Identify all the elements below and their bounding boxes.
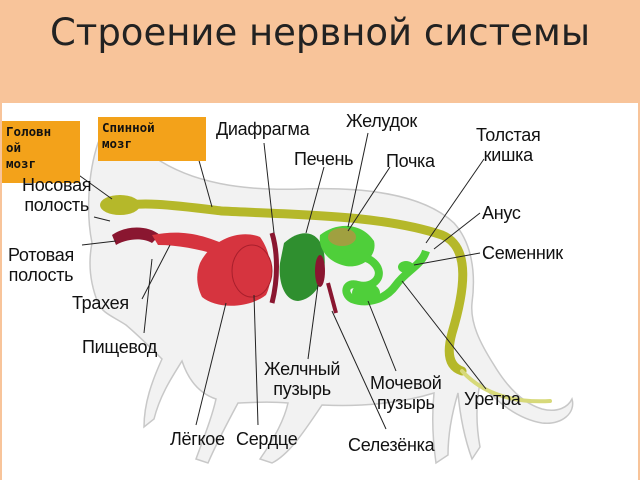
label-urethra: Уретра bbox=[464, 389, 521, 409]
leader-urethra bbox=[401, 280, 487, 390]
gallbladder bbox=[315, 255, 325, 287]
label-gallbladder: Желчный пузырь bbox=[264, 359, 341, 399]
leader-gallbladder bbox=[307, 284, 319, 360]
heart bbox=[231, 244, 273, 298]
leader-oral bbox=[81, 240, 117, 246]
bladder bbox=[352, 283, 380, 303]
oral-cavity bbox=[112, 227, 160, 245]
label-diaphragm: Диафрагма bbox=[216, 119, 310, 139]
leader-diaphragm bbox=[263, 142, 275, 234]
label-liver: Печень bbox=[294, 149, 354, 169]
leader-spinal bbox=[197, 156, 213, 208]
label-stomach: Желудок bbox=[346, 111, 418, 131]
page-title-text: Строение нервной системы bbox=[49, 11, 591, 54]
kidney bbox=[328, 228, 356, 246]
liver bbox=[279, 233, 325, 301]
leader-large-intestine bbox=[425, 158, 485, 244]
leader-testis bbox=[413, 252, 481, 266]
diaphragm bbox=[269, 232, 279, 304]
leader-bladder bbox=[367, 300, 397, 372]
tail-nerve bbox=[460, 369, 552, 404]
spleen bbox=[326, 282, 338, 314]
cat-anatomy-figure: Головн ой мозг Спинной мозг Носовая поло… bbox=[2, 103, 638, 480]
testis bbox=[398, 261, 414, 273]
spinal-cord-callout: Спинной мозг bbox=[98, 117, 206, 161]
leader-anus bbox=[433, 212, 481, 250]
leader-spleen bbox=[331, 310, 387, 430]
page-title: Строение нервной системы bbox=[0, 10, 640, 56]
leader-heart bbox=[253, 294, 259, 426]
label-large-intestine: Толстая кишка bbox=[476, 125, 541, 165]
label-trachea: Трахея bbox=[72, 293, 129, 313]
spinal-cord bbox=[109, 199, 468, 376]
leader-esophagus bbox=[143, 258, 153, 334]
leader-kidney bbox=[347, 166, 391, 232]
label-heart: Сердце bbox=[236, 429, 298, 449]
label-kidney: Почка bbox=[386, 151, 435, 171]
label-testis: Семенник bbox=[482, 243, 563, 263]
brain-callout: Головн ой мозг bbox=[2, 121, 80, 183]
trachea-shape bbox=[152, 232, 222, 255]
leader-stomach bbox=[347, 132, 369, 228]
label-esophagus: Пищевод bbox=[82, 337, 157, 357]
label-lung: Лёгкое bbox=[170, 429, 225, 449]
leader-lines bbox=[61, 132, 487, 430]
label-anus: Анус bbox=[482, 203, 521, 223]
intestines bbox=[336, 249, 430, 306]
leader-liver bbox=[305, 166, 325, 234]
label-oral-cavity: Ротовая полость bbox=[8, 245, 74, 285]
label-spleen: Селезёнка bbox=[348, 435, 435, 455]
label-nasal-cavity: Носовая полость bbox=[22, 175, 92, 215]
cat-anatomy-illustration bbox=[61, 122, 574, 465]
leader-trachea bbox=[141, 244, 171, 300]
leader-lung bbox=[195, 302, 227, 426]
leader-nasal bbox=[93, 216, 111, 222]
brain bbox=[100, 195, 140, 215]
label-bladder: Мочевой пузырь bbox=[370, 373, 442, 413]
